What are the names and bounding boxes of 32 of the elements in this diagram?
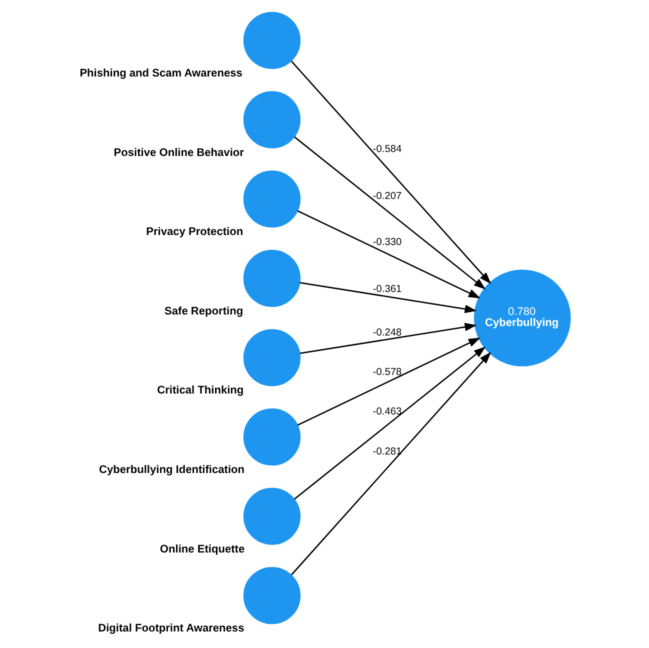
node-label: Positive Online Behavior bbox=[113, 146, 244, 159]
node-label: Cyberbullying Identification bbox=[98, 464, 244, 476]
edge-label: -0.207 bbox=[372, 190, 402, 202]
node-label: Safe Reporting bbox=[164, 305, 243, 318]
arrow bbox=[296, 210, 480, 298]
node-circle bbox=[242, 408, 300, 466]
arrow bbox=[296, 338, 480, 426]
edge-label: -0.361 bbox=[372, 284, 402, 295]
node-circle bbox=[242, 250, 300, 307]
node-label: Critical Thinking bbox=[156, 384, 244, 397]
node-circle bbox=[242, 170, 300, 228]
node-circle bbox=[242, 12, 300, 69]
node-label: Privacy Protection bbox=[146, 226, 243, 238]
edge-label: -0.330 bbox=[372, 236, 402, 248]
edge-label: -0.281 bbox=[372, 446, 402, 458]
arrow bbox=[294, 136, 486, 290]
node-circle bbox=[242, 91, 300, 148]
edge-label: -0.584 bbox=[372, 144, 402, 155]
node-label: Online Etiquette bbox=[159, 543, 244, 556]
node-circle bbox=[242, 329, 300, 386]
arrow bbox=[294, 346, 486, 500]
node-circle bbox=[242, 488, 300, 545]
node-label: Phishing and Scam Awareness bbox=[79, 67, 242, 80]
arrow bbox=[290, 60, 491, 284]
edge-label: -0.578 bbox=[372, 367, 402, 378]
node-label: Digital Footprint Awareness bbox=[98, 622, 244, 635]
node-circle bbox=[242, 567, 300, 624]
arrow bbox=[299, 322, 476, 354]
edge-label: -0.248 bbox=[372, 327, 402, 338]
edge-label: -0.463 bbox=[372, 406, 402, 418]
arrow bbox=[290, 352, 491, 576]
arrow bbox=[299, 282, 476, 314]
